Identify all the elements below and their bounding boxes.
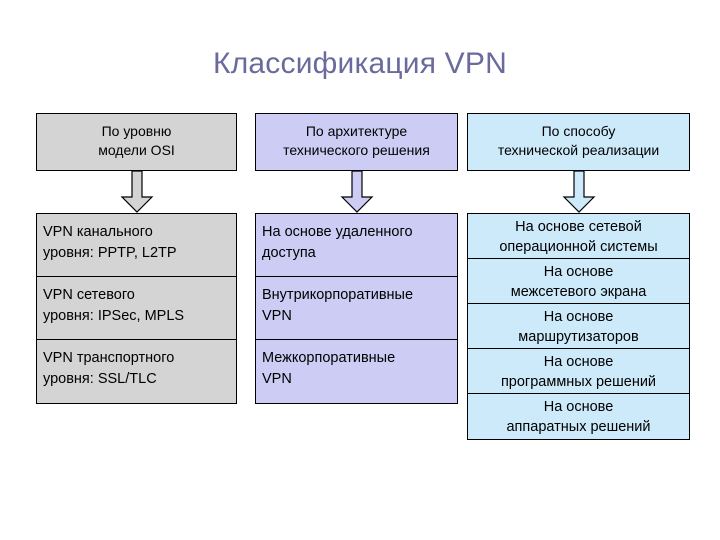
item-line-2: доступа — [262, 245, 316, 261]
column-header-implementation-method[interactable]: По способу технической реализации — [467, 113, 690, 171]
connector-implementation-method — [467, 171, 690, 213]
list-item[interactable]: VPN канального уровня: PPTP, L2TP — [37, 214, 236, 277]
item-line-2: уровня: IPSec, MPLS — [43, 308, 185, 324]
list-item[interactable]: Внутрикорпоративные VPN — [256, 277, 457, 340]
item-line-1: На основе — [543, 309, 614, 325]
item-line-1: На основе — [543, 354, 614, 370]
item-line-2: уровня: PPTP, L2TP — [43, 245, 177, 261]
connector-technical-architecture — [255, 171, 458, 213]
list-item[interactable]: На основе программных решений — [468, 349, 689, 394]
item-line-1: VPN транспортного — [43, 350, 175, 366]
header-line-2: технической реализации — [497, 142, 660, 158]
down-arrow-icon — [340, 171, 373, 213]
column-osi-level: По уровню модели OSI VPN канального уров… — [36, 113, 237, 404]
list-item[interactable]: На основе аппаратных решений — [468, 394, 689, 439]
down-arrow-icon — [120, 171, 153, 213]
header-line-1: По архитектуре — [305, 123, 408, 139]
list-item[interactable]: VPN сетевого уровня: IPSec, MPLS — [37, 277, 236, 340]
item-line-1: На основе сетевой — [515, 219, 642, 235]
item-line-1: VPN канального — [43, 224, 153, 240]
list-item[interactable]: Межкорпоративные VPN — [256, 340, 457, 403]
item-line-2: межсетевого экрана — [510, 284, 647, 300]
item-line-1: На основе — [543, 264, 614, 280]
column-header-osi-level[interactable]: По уровню модели OSI — [36, 113, 237, 171]
column-technical-architecture: По архитектуре технического решения На о… — [255, 113, 458, 404]
header-line-1: По способу — [541, 123, 616, 139]
list-item[interactable]: На основе сетевой операционной системы — [468, 214, 689, 259]
column-implementation-method: По способу технической реализации На осн… — [467, 113, 690, 440]
item-line-2: программных решений — [500, 374, 657, 390]
column-body-implementation-method: На основе сетевой операционной системы Н… — [467, 213, 690, 440]
column-body-technical-architecture: На основе удаленного доступа Внутрикорпо… — [255, 213, 458, 404]
item-line-1: На основе удаленного — [262, 224, 413, 240]
list-item[interactable]: На основе удаленного доступа — [256, 214, 457, 277]
connector-osi-level — [36, 171, 237, 213]
list-item[interactable]: На основе маршрутизаторов — [468, 304, 689, 349]
header-line-2: модели OSI — [98, 142, 175, 158]
header-line-2: технического решения — [283, 142, 430, 158]
item-line-2: VPN — [262, 308, 292, 324]
down-arrow-icon — [562, 171, 595, 213]
item-line-2: VPN — [262, 371, 292, 387]
item-line-2: аппаратных решений — [506, 419, 651, 435]
item-line-1: Внутрикорпоративные — [262, 287, 414, 303]
column-body-osi-level: VPN канального уровня: PPTP, L2TP VPN се… — [36, 213, 237, 404]
item-line-2: уровня: SSL/TLC — [43, 371, 157, 387]
header-line-1: По уровню — [101, 123, 172, 139]
item-line-2: операционной системы — [499, 239, 658, 255]
column-header-technical-architecture[interactable]: По архитектуре технического решения — [255, 113, 458, 171]
item-line-1: VPN сетевого — [43, 287, 135, 303]
list-item[interactable]: На основе межсетевого экрана — [468, 259, 689, 304]
item-line-1: На основе — [543, 399, 614, 415]
item-line-1: Межкорпоративные — [262, 350, 396, 366]
page-title: Классификация VPN — [213, 47, 507, 80]
item-line-2: маршрутизаторов — [518, 329, 639, 345]
list-item[interactable]: VPN транспортного уровня: SSL/TLC — [37, 340, 236, 403]
